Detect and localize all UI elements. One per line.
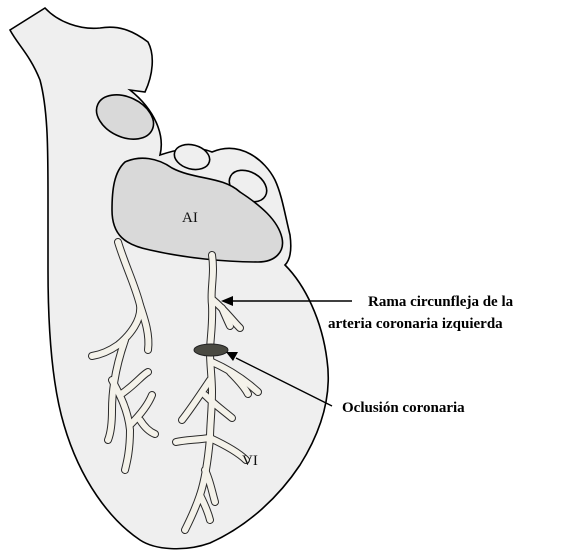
circumflex-label-line1: Rama circunfleja de la [368,294,514,310]
occlusion-label: Oclusión coronaria [342,400,465,416]
left-ventricle-label: VI [242,453,258,469]
left-atrium-label: AI [182,210,198,226]
circumflex-label-line2: arteria coronaria izquierda [328,316,503,332]
heart-outline [10,8,328,549]
occlusion-mark [194,344,228,356]
